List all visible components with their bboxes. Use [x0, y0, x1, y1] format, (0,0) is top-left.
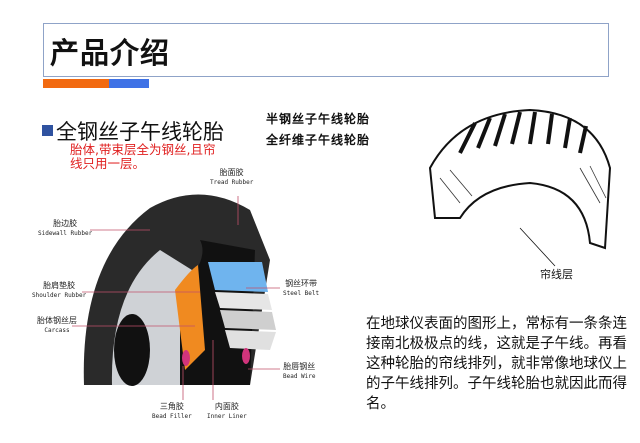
tire-type-semi-steel: 半钢丝子午线轮胎 [266, 112, 371, 126]
radial-tire-sketch [428, 108, 612, 267]
tire-type-fiber: 全纤维子午线轮胎 [266, 133, 371, 147]
title-frame [43, 23, 609, 77]
section-note: 胎体,带束层全为钢丝,且帘线只用一层。 [70, 142, 216, 171]
bullet-square-icon [42, 125, 53, 136]
section-heading: 全钢丝子午线轮胎 [56, 120, 224, 144]
accent-bar-blue [109, 79, 149, 88]
tire-cutaway-illustration [72, 194, 280, 400]
cord-layer-label: 帘线层 [540, 268, 573, 281]
explanation-paragraph: 在地球仪表面的图形上，常标有一条条连接南北极极点的线，这就是子午线。再看这种轮胎… [366, 316, 627, 412]
page-title: 产品介绍 [50, 36, 171, 70]
accent-bar-orange [43, 79, 109, 88]
